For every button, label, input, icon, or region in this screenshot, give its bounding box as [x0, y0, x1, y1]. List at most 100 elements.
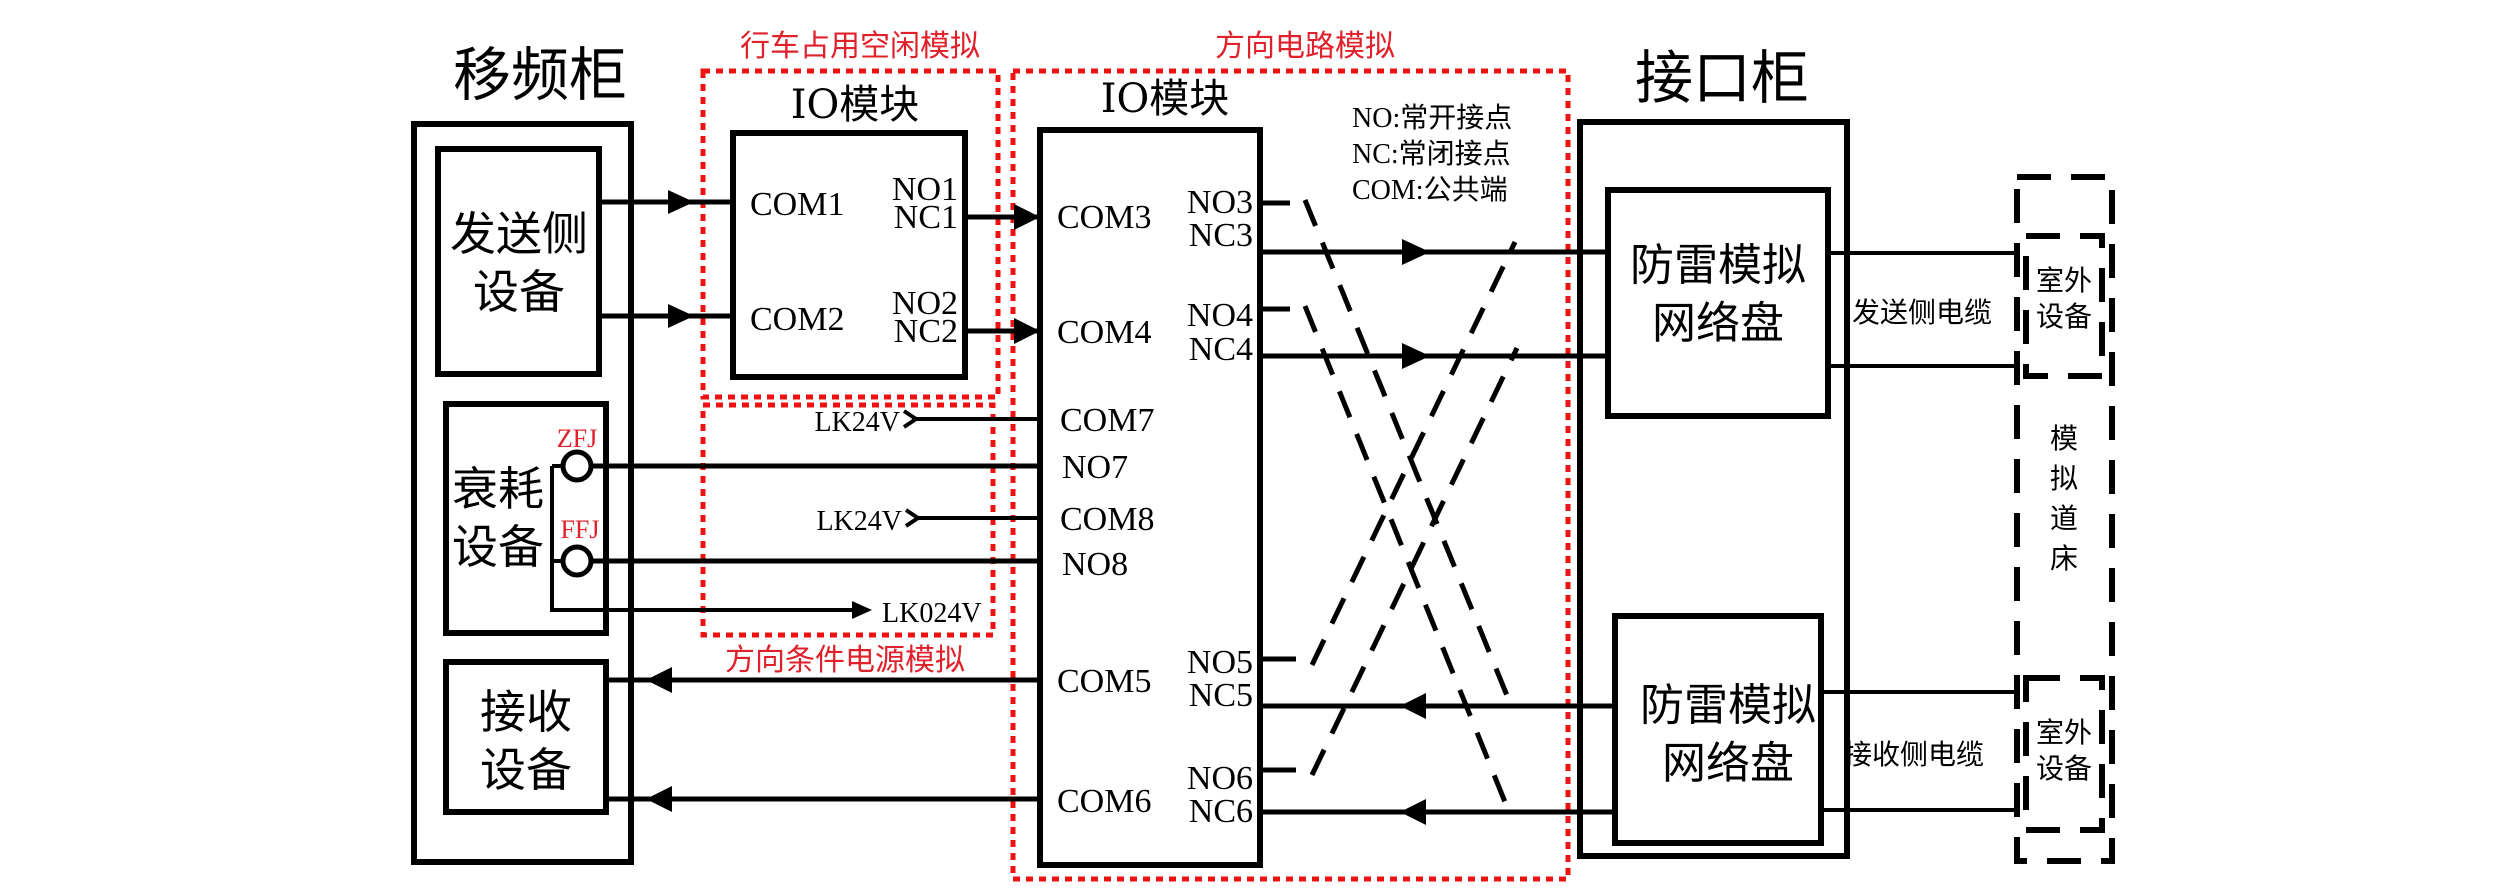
arrow-left-icon — [1400, 799, 1426, 825]
lightning-board-bottom-label-1: 防雷模拟 — [1640, 680, 1816, 731]
track-bed-label-3: 道 — [2050, 502, 2078, 535]
port-com8: COM8 — [1060, 501, 1154, 538]
port-nc3: NC3 — [1189, 217, 1253, 254]
right-cabinet: 接口柜 防雷模拟 网络盘 防雷模拟 网络盘 — [1577, 44, 1850, 859]
zfj-label: ZFJ — [557, 424, 597, 453]
recv-device-label-2: 设备 — [480, 743, 572, 797]
port-com2: COM2 — [750, 301, 844, 338]
wires: LK24V LK24V LK024V — [552, 190, 1615, 825]
port-no6: NO6 — [1187, 760, 1253, 797]
port-com7: COM7 — [1060, 402, 1154, 439]
atten-device-label-2: 设备 — [452, 520, 544, 574]
send-cable-label: 发送侧电缆 — [1852, 296, 1992, 329]
right-cabinet-frame — [1577, 119, 1850, 859]
io-module-2: IO模块 COM3 COM4 COM7 NO7 COM8 NO8 COM5 CO… — [1037, 76, 1263, 868]
track-bed-label-2: 拟 — [2050, 462, 2078, 495]
arrow-left-icon — [646, 786, 672, 812]
occupancy-group-title: 行车占用空闲模拟 — [740, 29, 980, 64]
lightning-board-top-box — [1605, 187, 1831, 419]
left-cabinet-title: 移频柜 — [453, 41, 627, 109]
group-power-sim: 方向条件电源模拟 — [700, 402, 996, 678]
legend-com: COM:公共端 — [1352, 174, 1508, 206]
right-cabinet-title: 接口柜 — [1635, 44, 1809, 112]
io-module-1-box — [730, 130, 968, 380]
io-module-2-title: IO模块 — [1101, 76, 1230, 122]
send-device-box — [435, 146, 602, 377]
dashed-no5-to-nc3 — [1309, 240, 1518, 667]
send-device-label-2: 设备 — [473, 265, 565, 319]
send-device-label-1: 发送侧 — [450, 207, 588, 261]
arrow-right-icon — [1402, 343, 1430, 369]
recv-device-label-1: 接收 — [480, 685, 572, 739]
arrow-left-icon — [646, 667, 672, 693]
atten-device-label-1: 衰耗 — [452, 462, 544, 516]
outdoor-bottom-label-1: 室外 — [2036, 716, 2092, 749]
lk24v-label-1: LK24V — [814, 407, 900, 438]
outdoor-top-label-1: 室外 — [2036, 264, 2092, 297]
port-com5: COM5 — [1057, 663, 1151, 700]
receive-device: 接收 设备 — [443, 659, 609, 815]
dashed-no6-to-nc4 — [1309, 346, 1520, 777]
lk024v-label: LK024V — [882, 598, 982, 629]
lightning-board-top-label-1: 防雷模拟 — [1630, 240, 1806, 291]
port-no2: NO2 — [892, 285, 958, 322]
arrow-left-icon — [1400, 693, 1426, 719]
recv-device-box — [443, 659, 609, 815]
port-no1: NO1 — [892, 171, 958, 208]
arrow-right-icon — [1014, 318, 1040, 344]
recv-cable-label: 接收侧电缆 — [1844, 738, 1984, 771]
legend-no: NO:常开接点 — [1352, 102, 1512, 134]
outdoor-top-label-2: 设备 — [2036, 300, 2092, 333]
ffj-label: FFJ — [560, 515, 599, 544]
port-nc5: NC5 — [1189, 677, 1253, 714]
lightning-board-bottom-label-2: 网络盘 — [1662, 738, 1794, 789]
track-bed-frame — [2014, 174, 2115, 864]
left-cabinet: 移频柜 发送侧 设备 衰耗 设备 ZFJ FFJ 接收 设备 — [411, 41, 634, 865]
port-com1: COM1 — [750, 186, 844, 223]
io-module-2-box — [1037, 127, 1263, 868]
port-com6: COM6 — [1057, 783, 1151, 820]
port-nc4: NC4 — [1189, 331, 1253, 368]
left-cabinet-frame — [411, 121, 634, 865]
outdoor-bottom-label-2: 设备 — [2036, 752, 2092, 785]
direction-group-title: 方向电路模拟 — [1215, 29, 1395, 64]
ffj-relay-icon — [560, 544, 594, 578]
io-module-1: IO模块 COM1 COM2 NO1 NC1 NO2 NC2 — [730, 82, 968, 380]
chevron-right-icon — [904, 508, 922, 528]
attenuation-device: 衰耗 设备 ZFJ FFJ — [443, 401, 609, 636]
power-group-title: 方向条件电源模拟 — [725, 643, 965, 678]
outdoor-bottom-frame — [2023, 675, 2105, 833]
lightning-board-bottom-box — [1612, 613, 1824, 846]
group-direction-sim: 方向电路模拟 — [1010, 29, 1571, 882]
dashed-no3-to-nc5 — [1302, 199, 1511, 699]
legend: NO:常开接点 NC:常闭接点 COM:公共端 — [1352, 102, 1512, 206]
port-com4: COM4 — [1057, 314, 1151, 351]
port-no8: NO8 — [1062, 546, 1128, 583]
port-nc1: NC1 — [894, 199, 958, 236]
occupancy-group-frame — [700, 68, 1001, 400]
track-bed-label-4: 床 — [2050, 542, 2078, 575]
port-nc6: NC6 — [1189, 793, 1253, 830]
zfj-relay-icon — [560, 449, 594, 483]
atten-device-box — [443, 401, 609, 636]
arrow-right-icon — [1014, 204, 1040, 230]
port-no5: NO5 — [1187, 644, 1253, 681]
arrow-right-icon — [1402, 239, 1430, 265]
send-device: 发送侧 设备 — [435, 146, 602, 377]
arrow-right-icon — [668, 304, 694, 328]
group-occupancy-sim: 行车占用空闲模拟 — [700, 29, 1001, 400]
io-module-1-title: IO模块 — [791, 82, 920, 128]
port-com3: COM3 — [1057, 199, 1151, 236]
port-no7: NO7 — [1062, 449, 1128, 486]
lk24v-label-2: LK24V — [816, 506, 902, 537]
port-nc2: NC2 — [894, 313, 958, 350]
chevron-right-icon — [902, 409, 920, 429]
port-no3: NO3 — [1187, 184, 1253, 221]
arrow-right-icon — [852, 601, 872, 619]
port-no4: NO4 — [1187, 297, 1253, 334]
direction-group-frame — [1010, 68, 1571, 882]
lightning-board-top-label-2: 网络盘 — [1652, 298, 1784, 349]
track-bed-label-1: 模 — [2050, 422, 2078, 455]
legend-nc: NC:常闭接点 — [1352, 138, 1511, 170]
